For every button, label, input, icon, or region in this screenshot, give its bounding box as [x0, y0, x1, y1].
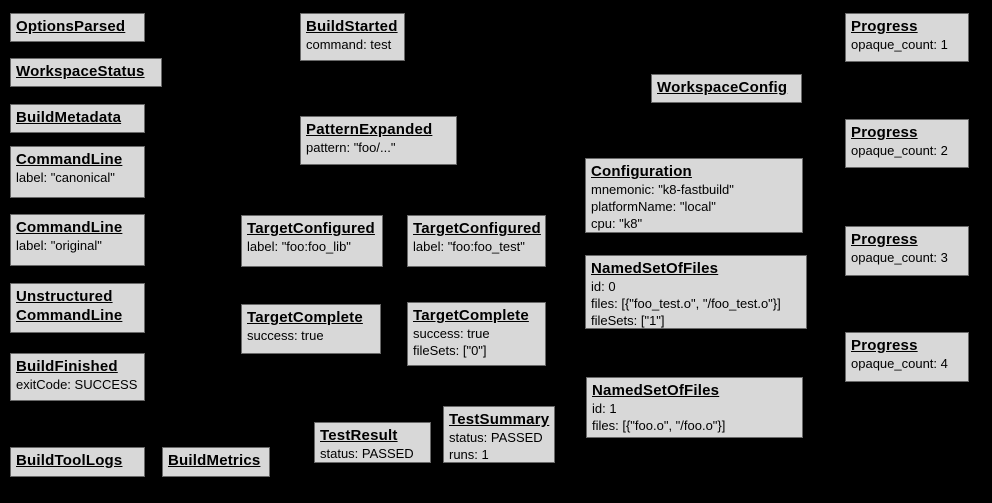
event-title: Configuration [591, 163, 692, 180]
event-field: opaque_count: 1 [851, 37, 948, 52]
event-field: cpu: "k8" [591, 216, 643, 231]
event-field: status: PASSED [449, 430, 543, 445]
event-box-build-metadata: BuildMetadata [10, 104, 145, 133]
event-title: TargetComplete [413, 307, 529, 324]
event-box-target-complete-foo-test: TargetComplete success: true fileSets: ["0… [407, 302, 546, 366]
event-field: fileSets: ["0"] [413, 343, 487, 358]
event-box-options-parsed: OptionsParsed [10, 13, 145, 42]
event-title: Progress [851, 124, 918, 141]
event-box-pattern-expanded: PatternExpanded pattern: "foo/..." [300, 116, 457, 165]
event-title: Progress [851, 231, 918, 248]
event-field: success: true [247, 328, 324, 343]
event-box-workspace-config: WorkspaceConfig [651, 74, 802, 103]
event-box-target-configured-foo-lib: TargetConfigured label: "foo:foo_lib" [241, 215, 383, 267]
event-box-command-line-canonical: CommandLine label: "canonical" [10, 146, 145, 198]
event-box-named-set-of-files-1: NamedSetOfFiles id: 1 files: [{"foo.o", "/… [586, 377, 803, 438]
event-title: OptionsParsed [16, 18, 126, 35]
event-field: label: "foo:foo_lib" [247, 239, 351, 254]
event-title: CommandLine [16, 219, 123, 236]
event-box-progress-1: Progress opaque_count: 1 [845, 13, 969, 62]
event-field: label: "canonical" [16, 170, 115, 185]
event-title: TargetConfigured [247, 220, 375, 237]
event-box-test-result: TestResult status: PASSED [314, 422, 431, 463]
event-title: Unstructured [16, 288, 113, 305]
event-box-build-tool-logs: BuildToolLogs [10, 447, 145, 477]
event-title: BuildMetadata [16, 109, 122, 126]
event-title: Progress [851, 337, 918, 354]
event-field: command: test [306, 37, 392, 52]
event-title: WorkspaceConfig [657, 79, 788, 96]
event-title: BuildStarted [306, 18, 398, 35]
event-title: TestSummary [449, 411, 550, 428]
event-title: WorkspaceStatus [16, 63, 145, 80]
event-title: Progress [851, 18, 918, 35]
event-field: opaque_count: 2 [851, 143, 948, 158]
event-box-build-metrics: BuildMetrics [162, 447, 270, 477]
event-title: CommandLine [16, 307, 123, 324]
event-box-workspace-status: WorkspaceStatus [10, 58, 162, 87]
event-title: BuildMetrics [168, 452, 261, 469]
event-box-progress-3: Progress opaque_count: 3 [845, 226, 969, 276]
event-field: label: "original" [16, 238, 102, 253]
event-title: BuildFinished [16, 358, 118, 375]
event-box-target-configured-foo-test: TargetConfigured label: "foo:foo_test" [407, 215, 546, 267]
event-field: status: PASSED [320, 446, 414, 461]
event-field: files: [{"foo.o", "/foo.o"}] [592, 418, 726, 433]
event-box-command-line-original: CommandLine label: "original" [10, 214, 145, 266]
event-box-configuration: Configuration mnemonic: "k8-fastbuild" pla… [585, 158, 803, 233]
event-title: NamedSetOfFiles [591, 260, 719, 277]
event-field: opaque_count: 3 [851, 250, 948, 265]
event-field: opaque_count: 4 [851, 356, 948, 371]
event-field: runs: 1 [449, 447, 489, 462]
event-title: NamedSetOfFiles [592, 382, 720, 399]
event-title: CommandLine [16, 151, 123, 168]
event-title: BuildToolLogs [16, 452, 123, 469]
event-box-build-finished: BuildFinished exitCode: SUCCESS [10, 353, 145, 401]
event-field: files: [{"foo_test.o", "/foo_test.o"}] [591, 296, 781, 311]
event-box-progress-4: Progress opaque_count: 4 [845, 332, 969, 382]
event-field: id: 1 [592, 401, 617, 416]
event-field: mnemonic: "k8-fastbuild" [591, 182, 734, 197]
event-title: TargetConfigured [413, 220, 541, 237]
event-field: platformName: "local" [591, 199, 716, 214]
event-box-named-set-of-files-0: NamedSetOfFiles id: 0 files: [{"foo_test.o… [585, 255, 807, 329]
event-field: id: 0 [591, 279, 616, 294]
event-box-progress-2: Progress opaque_count: 2 [845, 119, 969, 168]
event-field: pattern: "foo/..." [306, 140, 396, 155]
event-box-target-complete-foo-lib: TargetComplete success: true [241, 304, 381, 354]
event-title: PatternExpanded [306, 121, 433, 138]
event-box-build-started: BuildStarted command: test [300, 13, 405, 61]
event-box-test-summary: TestSummary status: PASSED runs: 1 [443, 406, 555, 463]
event-field: exitCode: SUCCESS [16, 377, 138, 392]
event-field: label: "foo:foo_test" [413, 239, 525, 254]
event-title: TestResult [320, 427, 398, 444]
event-title: TargetComplete [247, 309, 363, 326]
event-field: success: true [413, 326, 490, 341]
event-field: fileSets: ["1"] [591, 313, 665, 328]
